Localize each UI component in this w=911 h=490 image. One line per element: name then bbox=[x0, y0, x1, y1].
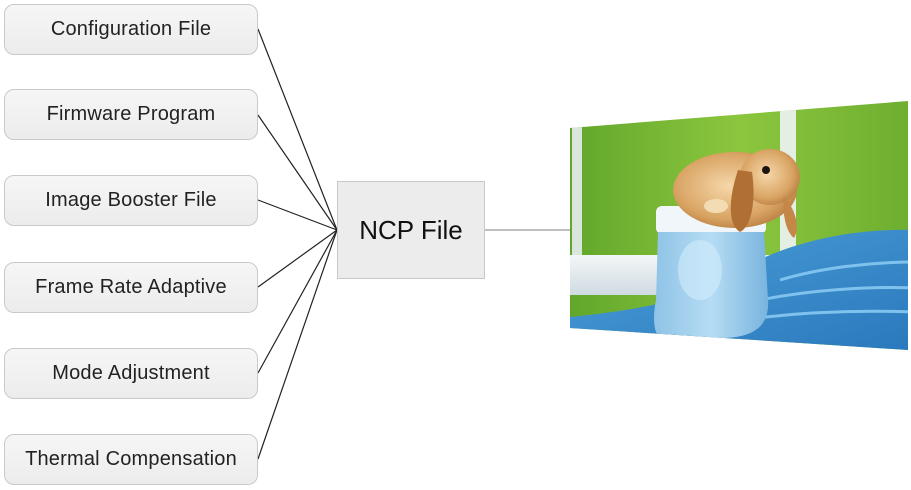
connector-line bbox=[257, 229, 338, 288]
input-label: Configuration File bbox=[50, 18, 212, 40]
input-box-firmware-program: Firmware Program bbox=[4, 89, 258, 140]
input-box-mode-adjustment: Mode Adjustment bbox=[4, 348, 258, 399]
input-label: Firmware Program bbox=[46, 103, 216, 125]
input-label: Image Booster File bbox=[45, 189, 217, 211]
input-label: Mode Adjustment bbox=[52, 362, 210, 384]
connector-line bbox=[257, 229, 338, 460]
connector-line bbox=[257, 229, 338, 374]
input-box-image-booster-file: Image Booster File bbox=[4, 175, 258, 226]
input-box-thermal-compensation: Thermal Compensation bbox=[4, 434, 258, 485]
ncp-file-box: NCP File bbox=[337, 181, 485, 279]
input-label: Thermal Compensation bbox=[25, 448, 237, 470]
connector-line bbox=[257, 114, 338, 231]
connector-line bbox=[257, 28, 338, 231]
input-box-configuration-file: Configuration File bbox=[4, 4, 258, 55]
input-label: Frame Rate Adaptive bbox=[35, 276, 227, 298]
connector-line bbox=[257, 199, 338, 231]
ncp-file-label: NCP File bbox=[359, 214, 463, 245]
input-box-frame-rate-adaptive: Frame Rate Adaptive bbox=[4, 262, 258, 313]
